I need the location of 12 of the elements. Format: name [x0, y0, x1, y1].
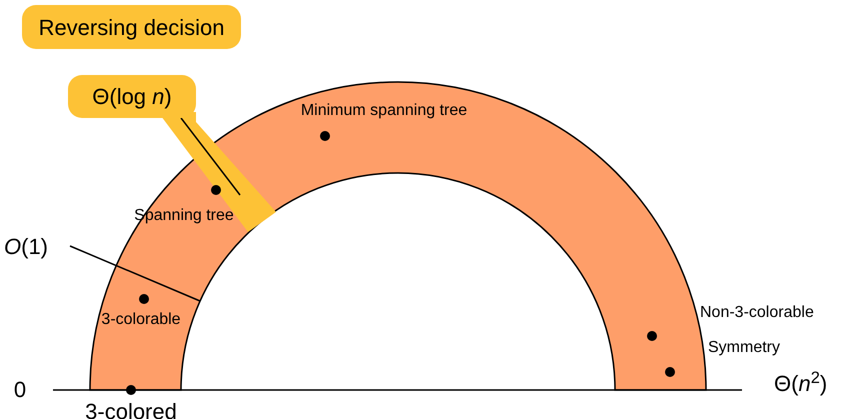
- point-label: Minimum spanning tree: [300, 101, 468, 121]
- callout-box: Θ(log n): [68, 75, 196, 118]
- point-label: 3-colored: [84, 398, 178, 419]
- leader-line: [180, 118, 241, 196]
- point-label: 3-colorable: [100, 310, 182, 330]
- point-label: 0: [12, 376, 28, 404]
- complexity-label: O(1): [4, 230, 70, 262]
- point-label: Non-3-colorable: [700, 303, 815, 323]
- point-label: Θ(n$^{2}$): [774, 370, 828, 398]
- badge-box: Reversing decision: [22, 5, 241, 49]
- point-label: Symmetry: [708, 338, 781, 358]
- leader-line: [70, 245, 200, 302]
